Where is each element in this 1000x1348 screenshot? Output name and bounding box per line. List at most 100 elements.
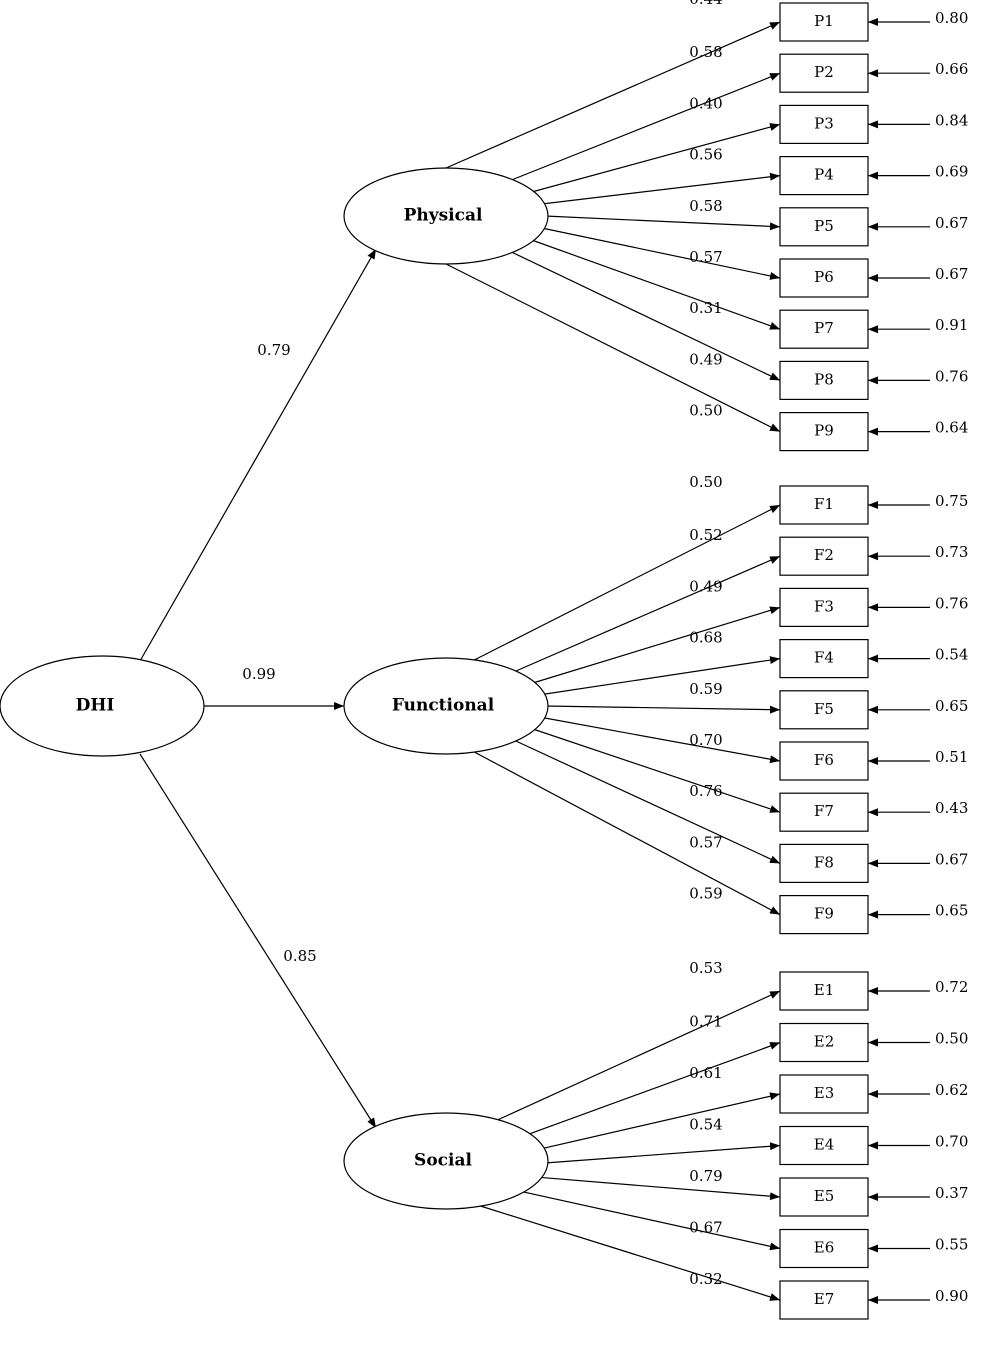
- e4-loading-coef: 0.54: [689, 1116, 722, 1134]
- functional-to-f3-path: [532, 606, 781, 684]
- e1-error-coef: 0.72: [935, 978, 968, 996]
- f8-error-coef: 0.67: [935, 850, 968, 868]
- physical-to-p5-path: [544, 215, 781, 231]
- f6-box: [779, 741, 869, 781]
- f3-loading-coef: 0.49: [689, 577, 722, 595]
- physical-to-p2-path: [511, 72, 781, 181]
- p3-error-coef: 0.84: [935, 111, 968, 129]
- functional-ellipse: [343, 657, 549, 755]
- functional-label: Functional: [392, 696, 495, 716]
- f8-box: [779, 843, 869, 884]
- p9-box: [779, 412, 869, 452]
- physical-to-p3-path: [531, 123, 781, 193]
- functional-to-f4-path: [541, 656, 781, 696]
- f3-box: [779, 587, 869, 628]
- e4-label: E4: [814, 1136, 835, 1154]
- e2-error-coef: 0.50: [935, 1030, 968, 1048]
- e4-error-coef: 0.70: [935, 1133, 968, 1151]
- e2-loading-coef: 0.71: [689, 1013, 722, 1031]
- e1-loading-coef: 0.53: [689, 959, 722, 977]
- physical-to-p6-path: [541, 227, 781, 280]
- f6-error-coef: 0.51: [935, 748, 968, 766]
- e7-label: E7: [814, 1290, 835, 1308]
- f6-label: F6: [814, 751, 834, 769]
- e6-box: [779, 1228, 869, 1269]
- f5-loading-coef: 0.59: [689, 680, 722, 698]
- f2-box: [779, 536, 869, 576]
- functional-to-f5-path: [544, 705, 781, 714]
- dhi-label: DHI: [76, 696, 115, 716]
- e7-loading-coef: 0.32: [689, 1270, 722, 1288]
- p4-label: P4: [814, 166, 834, 184]
- physical-label: Physical: [404, 206, 483, 226]
- p9-error-coef: 0.64: [935, 419, 968, 437]
- physical-ellipse: [343, 167, 549, 265]
- f2-label: F2: [814, 546, 834, 564]
- p2-box: [779, 53, 869, 93]
- e6-loading-coef: 0.67: [689, 1219, 722, 1237]
- physical-loading-coef: 0.79: [257, 341, 290, 359]
- p1-loading-coef: 0.44: [689, 0, 722, 8]
- f5-error-coef: 0.65: [935, 697, 968, 715]
- f4-label: F4: [814, 649, 834, 667]
- physical-to-p4-path: [541, 172, 781, 205]
- functional-to-f8-path: [514, 739, 781, 864]
- p7-label: P7: [814, 319, 834, 337]
- physical-to-p7-path: [531, 239, 781, 330]
- functional-to-f7-path: [532, 728, 781, 813]
- e1-label: E1: [814, 981, 835, 999]
- f1-error-coef: 0.75: [935, 492, 968, 510]
- p4-loading-coef: 0.56: [689, 146, 722, 164]
- e5-loading-coef: 0.79: [689, 1167, 722, 1185]
- e5-box: [779, 1177, 869, 1217]
- p5-label: P5: [814, 217, 834, 235]
- p2-label: P2: [814, 63, 834, 81]
- social-to-e6-path: [521, 1191, 781, 1251]
- f3-label: F3: [814, 597, 834, 615]
- p4-box: [779, 156, 869, 196]
- p8-box: [779, 360, 869, 400]
- social-label: Social: [414, 1151, 472, 1171]
- functional-to-f1-path: [473, 504, 781, 661]
- f2-error-coef: 0.73: [935, 543, 968, 561]
- p3-box: [779, 104, 869, 145]
- social-to-e1-path: [497, 990, 781, 1121]
- p6-box: [779, 258, 869, 298]
- f7-box: [779, 792, 869, 832]
- social-loading-coef: 0.85: [283, 947, 316, 965]
- p3-label: P3: [814, 114, 834, 132]
- dhi-ellipse: [0, 655, 205, 757]
- f1-box: [779, 485, 869, 525]
- social-to-e4-path: [544, 1142, 781, 1164]
- functional-to-f6-path: [541, 716, 781, 764]
- social-to-e3-path: [541, 1092, 781, 1150]
- p2-loading-coef: 0.58: [689, 43, 722, 61]
- f3-error-coef: 0.76: [935, 594, 968, 612]
- functional-to-f2-path: [514, 555, 781, 673]
- physical-to-p9-path: [445, 263, 781, 433]
- f5-label: F5: [814, 700, 834, 718]
- e3-box: [779, 1074, 869, 1114]
- p2-error-coef: 0.66: [935, 60, 968, 78]
- f4-box: [779, 638, 869, 679]
- f9-loading-coef: 0.59: [689, 885, 722, 903]
- e6-error-coef: 0.55: [935, 1236, 968, 1254]
- e5-label: E5: [814, 1187, 835, 1205]
- f5-box: [779, 690, 869, 730]
- p9-label: P9: [814, 422, 834, 440]
- f4-loading-coef: 0.68: [689, 629, 722, 647]
- f4-error-coef: 0.54: [935, 646, 968, 664]
- p6-label: P6: [814, 268, 834, 286]
- f2-loading-coef: 0.52: [689, 526, 722, 544]
- p8-loading-coef: 0.49: [689, 350, 722, 368]
- e1-box: [779, 971, 869, 1011]
- p7-loading-coef: 0.31: [689, 299, 722, 317]
- functional-to-f9-path: [473, 751, 781, 916]
- f9-error-coef: 0.65: [935, 902, 968, 920]
- f7-error-coef: 0.43: [935, 799, 968, 817]
- dhi-to-physical-path: [139, 248, 377, 662]
- p1-box: [779, 2, 869, 42]
- f9-box: [779, 894, 869, 935]
- p7-box: [779, 309, 869, 349]
